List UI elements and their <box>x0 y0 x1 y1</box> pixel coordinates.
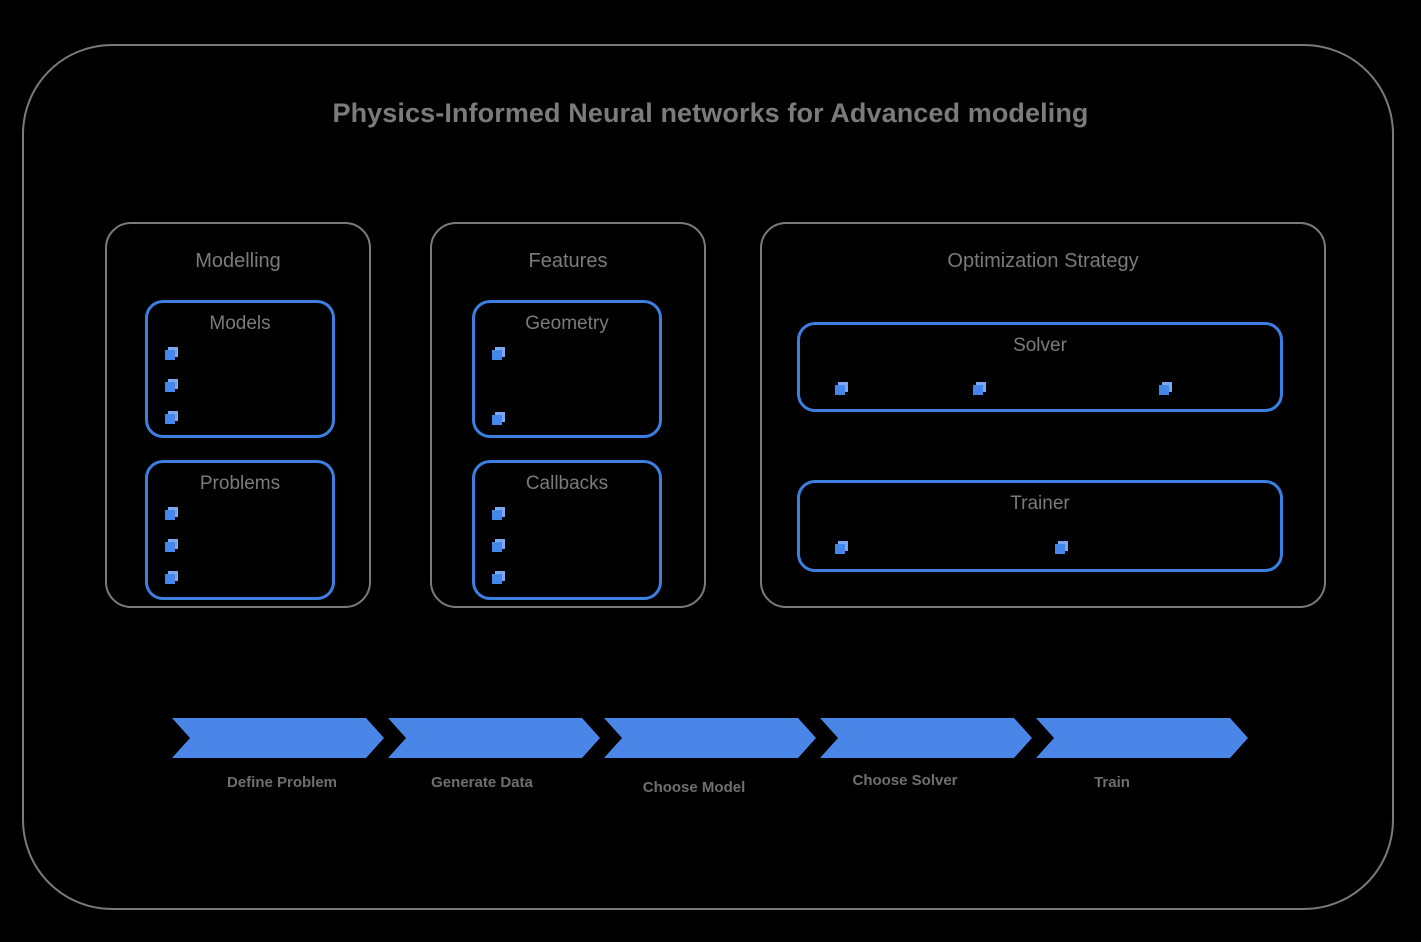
cube-icon <box>165 539 178 552</box>
cube-icon <box>973 382 986 395</box>
pipeline-step-1-arrow[interactable] <box>172 718 384 758</box>
pipeline-step-4-arrow[interactable] <box>820 718 1032 758</box>
group-features: Features <box>430 222 706 608</box>
page-title: Physics-Informed Neural networks for Adv… <box>332 98 1089 128</box>
pipeline-step-1-label: Define Problem <box>226 774 338 791</box>
card-trainer-title: Trainer <box>1010 493 1070 514</box>
cube-icon <box>492 539 505 552</box>
group-modelling: Modelling <box>105 222 371 608</box>
pipeline-step-3-label: Choose Model <box>642 779 746 796</box>
card-trainer[interactable]: Trainer <box>797 480 1283 572</box>
pipeline-step-5-arrow[interactable] <box>1036 718 1248 758</box>
card-callbacks[interactable]: Callbacks <box>472 460 662 600</box>
pipeline-step-4-label: Choose Solver <box>852 772 958 789</box>
pipeline-step-2-arrow[interactable] <box>388 718 600 758</box>
card-solver-title: Solver <box>1013 335 1067 356</box>
cube-icon <box>165 411 178 424</box>
cube-icon <box>835 541 848 554</box>
cube-icon <box>492 571 505 584</box>
card-models-title: Models <box>209 313 271 334</box>
cube-icon <box>165 507 178 520</box>
cube-icon <box>835 382 848 395</box>
group-optimization-title: Optimization Strategy <box>947 250 1139 272</box>
card-problems[interactable]: Problems <box>145 460 335 600</box>
cube-icon <box>165 379 178 392</box>
cube-icon <box>1055 541 1068 554</box>
group-features-title: Features <box>528 250 608 272</box>
card-models[interactable]: Models <box>145 300 335 438</box>
card-callbacks-title: Callbacks <box>525 473 609 494</box>
cube-icon <box>492 412 505 425</box>
group-modelling-title: Modelling <box>195 250 281 272</box>
diagram-outer-frame <box>22 44 1394 910</box>
card-geometry[interactable]: Geometry <box>472 300 662 438</box>
card-problems-title: Problems <box>199 473 281 494</box>
pipeline-step-3-arrow[interactable] <box>604 718 816 758</box>
cube-icon <box>165 347 178 360</box>
pipeline-step-2-label: Generate Data <box>431 774 533 791</box>
cube-icon <box>492 347 505 360</box>
pipeline-step-5-label: Train <box>1094 774 1130 791</box>
group-optimization-strategy: Optimization Strategy <box>760 222 1326 608</box>
card-geometry-title: Geometry <box>525 313 609 334</box>
process-pipeline <box>172 718 1212 758</box>
cube-icon <box>165 571 178 584</box>
cube-icon <box>1159 382 1172 395</box>
card-solver[interactable]: Solver <box>797 322 1283 412</box>
cube-icon <box>492 507 505 520</box>
